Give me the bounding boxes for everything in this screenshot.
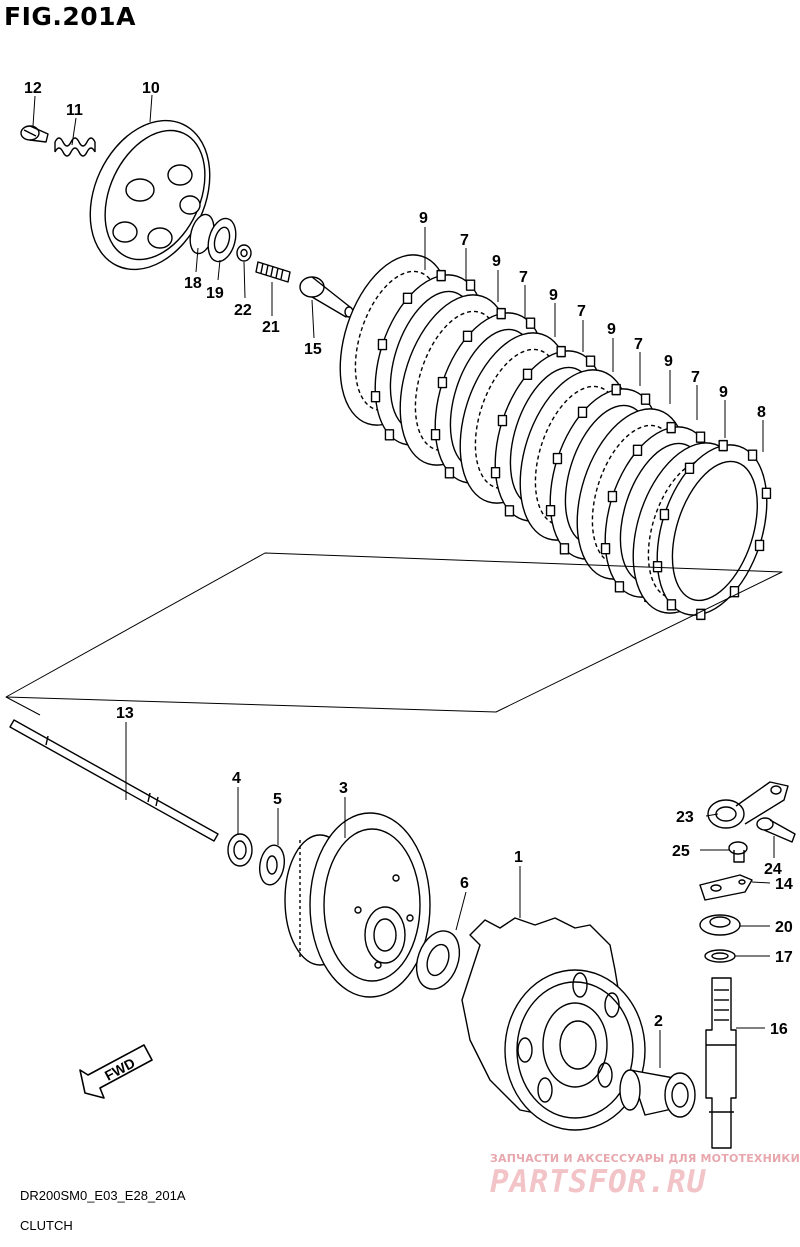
callout-9-d: 9 bbox=[607, 321, 616, 338]
callout-6: 6 bbox=[460, 875, 469, 892]
callout-20: 20 bbox=[775, 919, 793, 936]
push-piece-15 bbox=[299, 276, 354, 318]
screw-25 bbox=[728, 841, 748, 863]
callout-7-d: 7 bbox=[634, 336, 643, 353]
figure-code: DR200SM0_E03_E28_201A bbox=[20, 1188, 186, 1203]
bolt-24 bbox=[756, 817, 796, 843]
callout-3: 3 bbox=[339, 780, 348, 797]
plate-stack bbox=[339, 254, 772, 621]
bolt-12 bbox=[20, 125, 49, 143]
spacer-2 bbox=[619, 1069, 696, 1118]
callout-16: 16 bbox=[770, 1021, 788, 1038]
callout-15: 15 bbox=[304, 341, 322, 358]
clutch-hub-3 bbox=[284, 812, 431, 998]
pressure-plate-10 bbox=[89, 119, 211, 271]
oil-seal-20 bbox=[699, 914, 741, 936]
callout-7-c: 7 bbox=[577, 303, 586, 320]
callout-9-b: 9 bbox=[492, 253, 501, 270]
washer-5 bbox=[258, 844, 286, 886]
callout-8: 8 bbox=[757, 404, 766, 421]
callout-11: 11 bbox=[66, 102, 83, 119]
callout-7-e: 7 bbox=[691, 369, 700, 386]
plate-14 bbox=[699, 874, 753, 901]
callout-12: 12 bbox=[24, 80, 42, 97]
watermark-tagline: ЗАПЧАСТИ И АКСЕССУАРЫ ДЛЯ МОТОТЕХНИКИ bbox=[490, 1152, 800, 1165]
callout-1: 1 bbox=[514, 849, 523, 866]
callout-5: 5 bbox=[273, 791, 282, 808]
assembly-boundary bbox=[5, 552, 783, 713]
callout-14: 14 bbox=[775, 876, 793, 893]
nut-22 bbox=[236, 244, 252, 262]
callout-9-c: 9 bbox=[549, 287, 558, 304]
figure-caption: CLUTCH bbox=[20, 1218, 73, 1233]
push-rod-13 bbox=[9, 719, 219, 842]
callout-4: 4 bbox=[232, 770, 241, 787]
callout-2: 2 bbox=[654, 1013, 663, 1030]
callout-13: 13 bbox=[116, 705, 134, 722]
callout-25: 25 bbox=[672, 843, 690, 860]
bearing-19 bbox=[207, 217, 237, 263]
screw-21 bbox=[255, 261, 291, 283]
figure-title: FIG.201A bbox=[4, 2, 136, 31]
callout-7-b: 7 bbox=[519, 269, 528, 286]
fwd-arrow-icon: FWD bbox=[79, 1044, 153, 1099]
callout-9-f: 9 bbox=[719, 384, 728, 401]
callout-10: 10 bbox=[142, 80, 160, 97]
watermark-logo: PARTSFOR.RU bbox=[490, 1164, 707, 1200]
callout-labels: 12 11 10 18 19 22 21 15 9 7 9 7 9 7 9 7 … bbox=[24, 80, 793, 1038]
release-arm-23 bbox=[707, 781, 789, 829]
spring-11 bbox=[54, 137, 96, 157]
callout-23: 23 bbox=[676, 809, 694, 826]
callout-24: 24 bbox=[764, 861, 782, 878]
callout-18: 18 bbox=[184, 275, 202, 292]
leader-lines bbox=[32, 94, 775, 1068]
callout-17: 17 bbox=[775, 949, 793, 966]
callout-7-a: 7 bbox=[460, 232, 469, 249]
nut-4 bbox=[227, 833, 253, 867]
callout-9-a: 9 bbox=[419, 210, 428, 227]
o-ring-17 bbox=[704, 949, 736, 963]
drive-plate bbox=[652, 439, 772, 621]
callout-9-e: 9 bbox=[664, 353, 673, 370]
callout-22: 22 bbox=[234, 302, 252, 319]
clutch-housing-1 bbox=[461, 917, 646, 1131]
camshaft-16 bbox=[705, 977, 737, 1149]
thrust-washer-6 bbox=[415, 930, 461, 990]
callout-21: 21 bbox=[262, 319, 280, 336]
callout-19: 19 bbox=[206, 285, 224, 302]
